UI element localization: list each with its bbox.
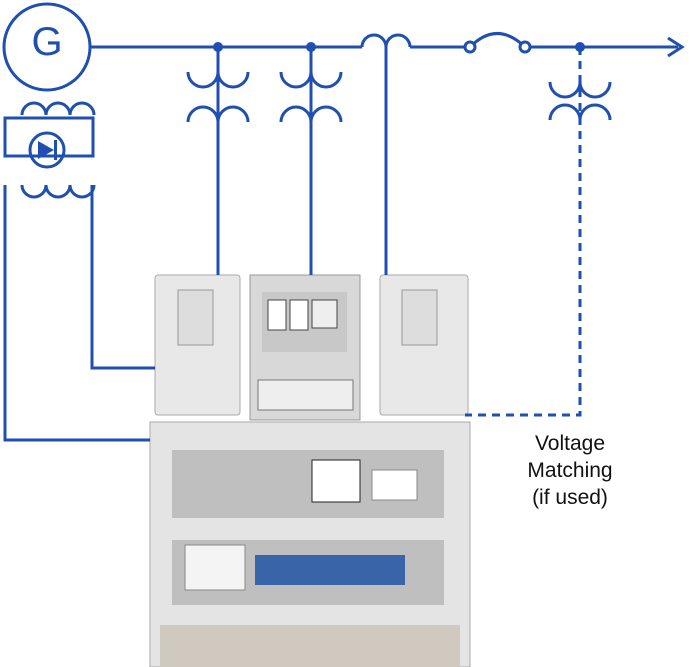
wires xyxy=(2,2,685,442)
generator-label: G xyxy=(31,20,63,64)
label-line-1: Voltage xyxy=(534,432,606,455)
label-line-3: (if used) xyxy=(532,486,608,509)
voltage-matching-label: Voltage Matching (if used) xyxy=(505,430,635,511)
label-line-2: Matching xyxy=(527,459,613,482)
arrow-icon xyxy=(667,36,685,58)
junction-dots xyxy=(38,42,585,160)
control-panel-photo xyxy=(149,274,471,667)
